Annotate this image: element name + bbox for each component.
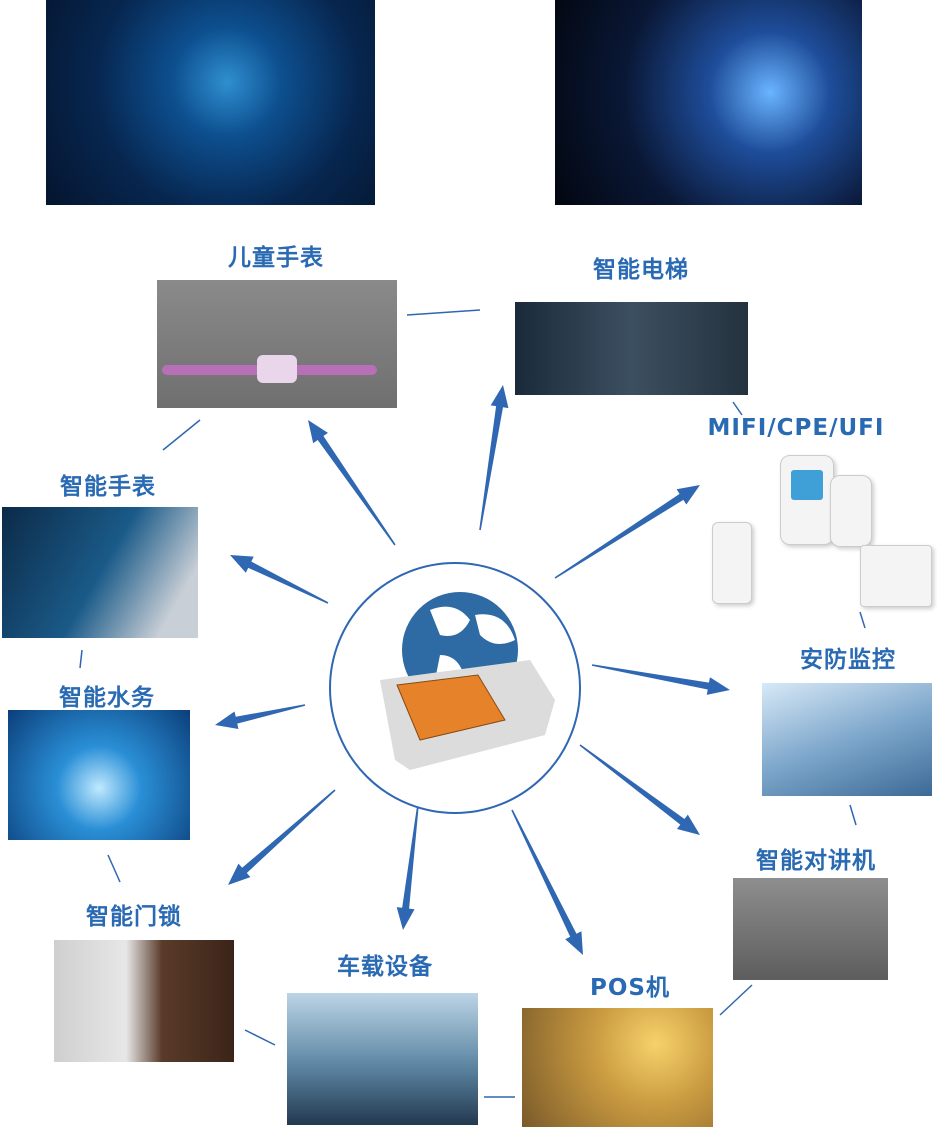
- arrow-to-smart-watch: [230, 555, 329, 604]
- connector-line: [162, 419, 201, 451]
- mifi-products-image: [700, 450, 937, 615]
- security-camera-image: [762, 683, 932, 796]
- node-label-door-lock: 智能门锁: [86, 904, 182, 930]
- pos-image: [522, 1008, 713, 1127]
- connector-line: [406, 309, 481, 316]
- vehicle-image: [287, 993, 478, 1125]
- arrow-to-door-lock: [228, 789, 336, 885]
- connector-line: [79, 649, 83, 669]
- node-label-kids-watch: 儿童手表: [228, 245, 324, 271]
- kids-watch-image: [157, 280, 397, 408]
- arrow-to-smart-elevator: [479, 385, 509, 531]
- node-label-vehicle: 车载设备: [337, 954, 433, 980]
- arrow-to-pos: [511, 809, 583, 955]
- connector-line: [244, 1029, 276, 1046]
- connector-line: [859, 611, 866, 629]
- arrow-to-water: [215, 704, 306, 730]
- connector-line: [107, 854, 121, 883]
- water-image: [8, 710, 190, 840]
- node-label-pos: POS机: [590, 975, 670, 1001]
- arrow-to-mifi: [554, 485, 700, 579]
- smart-elevator-image: [515, 302, 748, 395]
- arrow-to-security: [591, 664, 730, 695]
- arrow-to-kids-watch: [308, 420, 396, 546]
- node-label-mifi: MIFI/CPE/UFI: [707, 415, 885, 441]
- connector-line: [849, 804, 857, 826]
- node-label-intercom: 智能对讲机: [756, 848, 876, 874]
- node-label-water: 智能水务: [59, 685, 155, 711]
- smart-watch-image: [2, 507, 198, 638]
- arrow-to-vehicle: [396, 804, 419, 930]
- sim-card-icon: [380, 660, 555, 770]
- node-label-smart-elevator: 智能电梯: [593, 257, 689, 283]
- laptop-network-hero-image: [555, 0, 862, 205]
- intercom-image: [733, 878, 888, 980]
- connector-line: [719, 984, 753, 1016]
- node-label-security: 安防监控: [800, 647, 896, 673]
- door-lock-image: [54, 940, 234, 1062]
- arrow-to-intercom: [579, 744, 700, 835]
- connector-line: [732, 401, 743, 416]
- node-label-smart-watch: 智能手表: [60, 474, 156, 500]
- iot-hand-hero-image: [46, 0, 375, 205]
